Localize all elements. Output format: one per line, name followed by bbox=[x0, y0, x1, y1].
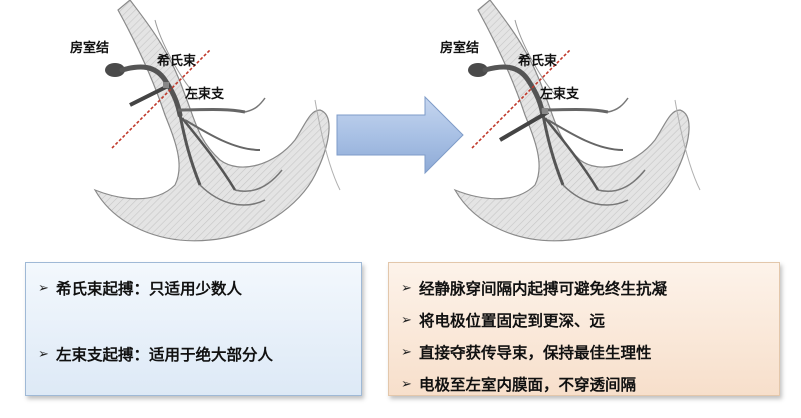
list-item: ➢ 直接夺获传导束，保持最佳生理性 bbox=[401, 341, 652, 363]
bullet-text: 经静脉穿间隔内起搏可避免终生抗凝 bbox=[419, 280, 668, 298]
cut-line bbox=[111, 49, 211, 149]
his-bundle-path bbox=[119, 64, 183, 118]
label-left-bundle: 左束支 bbox=[185, 87, 225, 102]
bullet-text: 将电极位置固定到更深、远 bbox=[419, 312, 606, 330]
arrow-bullet-icon: ➢ bbox=[401, 344, 412, 360]
left-heart-illustration: 房室结 希氏束 左束支 bbox=[60, 0, 390, 260]
av-node-shape bbox=[468, 63, 488, 77]
bullet-text: 希氏束起搏：只适用少数人 bbox=[56, 280, 243, 298]
his-bundle-path bbox=[482, 64, 546, 118]
label-av-node: 房室结 bbox=[70, 41, 110, 56]
list-item: ➢ 将电极位置固定到更深、远 bbox=[401, 309, 605, 331]
pacing-lead bbox=[129, 83, 171, 107]
arrow-bullet-icon: ➢ bbox=[401, 376, 412, 392]
arrow-bullet-icon: ➢ bbox=[38, 280, 49, 296]
right-heart-illustration: 房室结 希氏束 左束支 bbox=[390, 0, 720, 260]
arrow-bullet-icon: ➢ bbox=[401, 312, 412, 328]
arrow-bullet-icon: ➢ bbox=[38, 346, 49, 362]
right-heart-svg bbox=[453, 0, 701, 242]
list-item: ➢ 希氏束起搏：只适用少数人 bbox=[38, 277, 242, 299]
bullet-text: 电极至左室内膜面，不穿透间隔 bbox=[419, 376, 637, 394]
right-arrow-icon bbox=[336, 95, 464, 175]
septum-outline bbox=[93, 0, 330, 242]
septum-outline bbox=[453, 0, 690, 242]
cut-line bbox=[471, 49, 571, 149]
label-left-bundle: 左束支 bbox=[540, 87, 580, 102]
bullet-text: 直接夺获传导束，保持最佳生理性 bbox=[419, 344, 652, 362]
right-summary-box: ➢ 经静脉穿间隔内起搏可避免终生抗凝 ➢ 将电极位置固定到更深、远 ➢ 直接夺获… bbox=[388, 262, 780, 396]
arrow-bullet-icon: ➢ bbox=[401, 280, 412, 296]
left-summary-box: ➢ 希氏束起搏：只适用少数人 ➢ 左束支起搏：适用于绝大部分人 bbox=[25, 262, 362, 396]
label-his-bundle: 希氏束 bbox=[157, 54, 197, 69]
list-item: ➢ 电极至左室内膜面，不穿透间隔 bbox=[401, 373, 636, 395]
transition-arrow bbox=[335, 95, 465, 175]
bullet-text: 左束支起搏：适用于绝大部分人 bbox=[56, 346, 274, 364]
av-node-shape bbox=[105, 63, 125, 77]
label-av-node: 房室结 bbox=[440, 41, 480, 56]
pacing-lead bbox=[498, 110, 550, 142]
list-item: ➢ 经静脉穿间隔内起搏可避免终生抗凝 bbox=[401, 277, 667, 299]
left-heart-svg bbox=[93, 0, 341, 242]
label-his-bundle: 希氏束 bbox=[518, 54, 558, 69]
list-item: ➢ 左束支起搏：适用于绝大部分人 bbox=[38, 343, 273, 365]
